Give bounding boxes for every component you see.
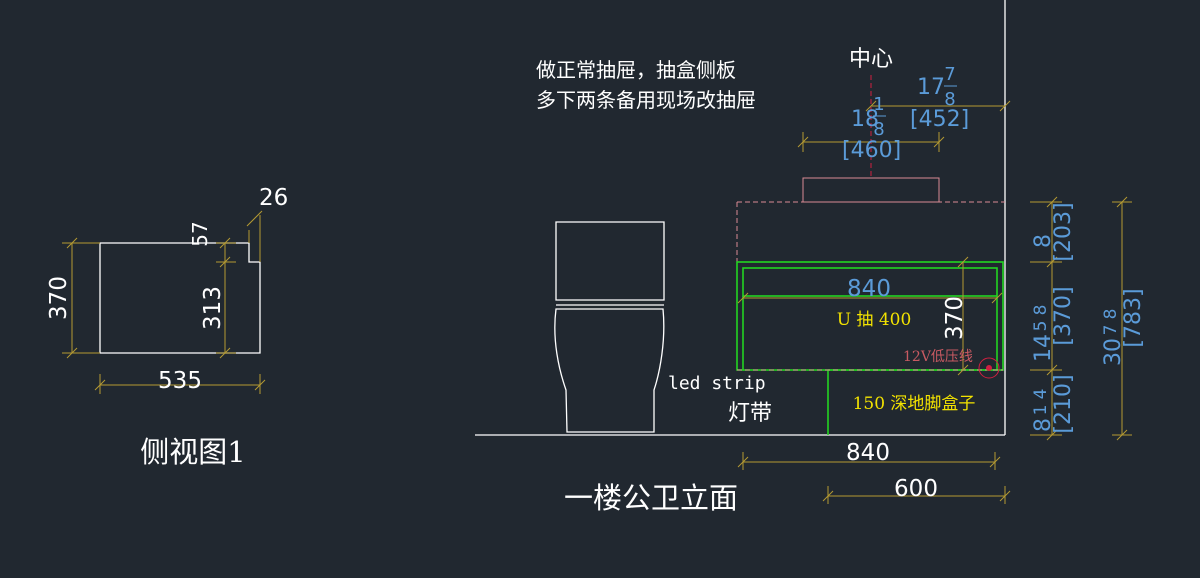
basin (736, 177, 1005, 262)
center-offset-dimensions (797, 100, 1011, 152)
mid-num: 5 (1031, 321, 1051, 332)
drawer-height-dimension (957, 256, 969, 376)
side-notch-label: 26 (259, 185, 288, 211)
top-mm: [203] (1051, 202, 1076, 261)
total-whole: 30 (1101, 338, 1126, 366)
drawer-height-label: 370 (942, 296, 968, 340)
note-line-1: 做正常抽屉，抽盒侧板 (536, 58, 736, 82)
center-a-whole: 18 (851, 107, 879, 132)
drawer-width-dimension (737, 292, 1003, 304)
center-label: 中心 (849, 47, 893, 72)
side-height-dimension (62, 237, 100, 359)
bottom-width-dimension (737, 452, 1001, 470)
low-num: 1 (1031, 405, 1051, 416)
top-gap-dim: 8 [203] (1031, 202, 1076, 261)
side-width-label: 535 (158, 368, 202, 394)
cabinet-height-dim: 14 5 8 [370] (1031, 286, 1076, 362)
led-strip-label: led strip (668, 373, 766, 394)
elevation-title: 一楼公卫立面 (564, 481, 738, 515)
led-strip-cn-label: 灯带 (728, 401, 772, 426)
mid-mm: [370] (1051, 286, 1076, 345)
side-view: 370 57 313 26 535 侧视图1 (46, 185, 288, 469)
center-b-num: 7 (944, 64, 955, 85)
side-inner-height-label: 313 (200, 286, 226, 330)
center-a-mm: [460] (842, 138, 901, 163)
side-height-label: 370 (46, 276, 72, 320)
elevation-view: 做正常抽屉，抽盒侧板 多下两条备用现场改抽屉 中心 led strip 灯带 (475, 0, 1146, 515)
toe-height-dim: 8 1 4 [210] (1031, 374, 1076, 433)
mid-den: 8 (1031, 305, 1051, 316)
total-height-dim: 30 7 8 [783] (1101, 288, 1146, 366)
drawer-width-label: 840 (847, 276, 891, 302)
center-offset-b: 17 7 8 [452] (910, 64, 969, 132)
low-den: 4 (1031, 389, 1051, 400)
side-inner-dimension (216, 210, 263, 359)
total-den: 8 (1101, 309, 1121, 320)
toilet (554, 221, 665, 433)
depth-dimension (822, 486, 1011, 504)
side-top-step-label: 57 (188, 221, 212, 246)
center-b-den: 8 (944, 89, 955, 110)
total-mm: [783] (1121, 288, 1146, 347)
note-line-2: 多下两条备用现场改抽屉 (536, 88, 756, 112)
center-offset-a: 18 1 8 [460] (842, 94, 901, 163)
center-a-num: 1 (873, 94, 884, 115)
low-voltage-label: 12V低压线 (903, 349, 973, 365)
side-width-dimension (94, 374, 266, 394)
low-mm: [210] (1051, 374, 1076, 433)
side-view-outline (99, 242, 261, 354)
low-voltage-marker (978, 357, 1000, 379)
right-vertical-dimensions (1030, 196, 1132, 441)
depth-label: 600 (894, 476, 938, 502)
center-b-mm: [452] (910, 107, 969, 132)
bottom-width-label: 840 (846, 440, 890, 466)
center-a-den: 8 (873, 119, 884, 140)
top-whole: 8 (1031, 234, 1056, 248)
side-view-title: 侧视图1 (140, 435, 245, 469)
mid-whole: 14 (1031, 334, 1056, 362)
total-num: 7 (1101, 325, 1121, 336)
toe-box-label: 150 深地脚盒子 (853, 394, 976, 414)
drawer-label: U 抽 400 (837, 310, 912, 330)
low-whole: 8 (1031, 418, 1056, 432)
vanity-cabinet (736, 261, 1004, 435)
center-b-whole: 17 (917, 75, 945, 100)
